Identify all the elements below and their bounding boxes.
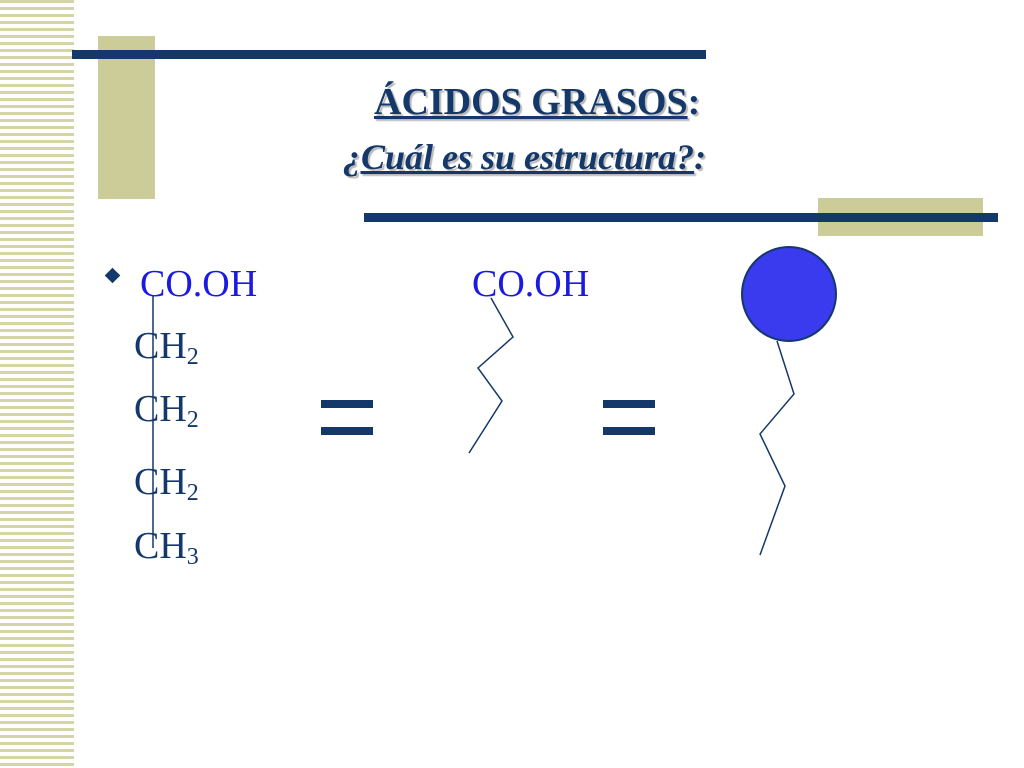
- circle-head-icon: [741, 246, 837, 342]
- navy-rule-top: [72, 50, 706, 59]
- subtitle-punct: :: [694, 137, 707, 177]
- subtitle-question: ¿Cuál es su estructura?: [343, 137, 695, 177]
- formula-ch2-1: CH2: [134, 324, 199, 379]
- navy-rule-right: [364, 213, 998, 222]
- ch2-base: CH: [134, 388, 187, 430]
- equals-sign-icon: [603, 400, 655, 435]
- ch2-base: CH: [134, 325, 187, 367]
- zigzag-chain-middle: [468, 297, 514, 454]
- formula-ch2-3: CH2: [134, 460, 199, 515]
- equals-sign-icon: [321, 400, 373, 435]
- zigzag-tail-right: [759, 340, 795, 556]
- title-main-word: ÁCIDOS GRASOS: [374, 81, 688, 123]
- ch3-subscript: 3: [186, 544, 199, 570]
- ch2-subscript: 2: [186, 480, 199, 506]
- slide-title: ÁCIDOS GRASOS:: [374, 80, 700, 124]
- formula-cooh-left: CO.OH: [140, 263, 258, 305]
- ch2-subscript: 2: [186, 344, 199, 370]
- ch2-subscript: 2: [186, 407, 199, 433]
- tan-accent-block-top: [98, 36, 155, 199]
- striped-side-bar: [0, 0, 74, 768]
- formula-cooh-middle: CO.OH: [472, 263, 590, 305]
- ch2-base: CH: [134, 461, 187, 503]
- formula-ch3: CH3: [134, 524, 199, 579]
- ch3-base: CH: [134, 525, 187, 567]
- title-main-punct: :: [687, 81, 701, 123]
- slide-subtitle: ¿Cuál es su estructura?:: [343, 136, 706, 178]
- formula-ch2-2: CH2: [134, 387, 199, 442]
